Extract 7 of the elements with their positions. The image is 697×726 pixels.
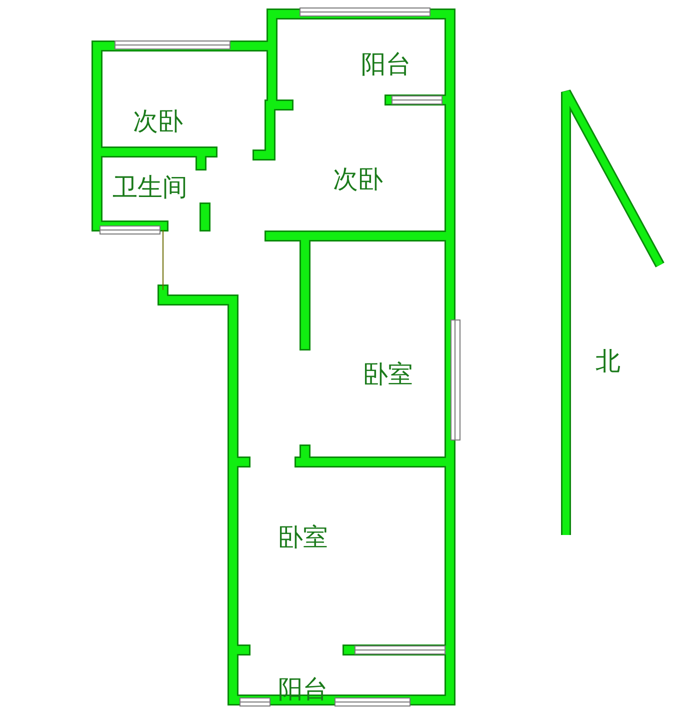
room-label: 次卧 — [133, 108, 183, 134]
room-label: 卧室 — [278, 524, 328, 550]
room-label: 卫生间 — [112, 174, 188, 200]
compass-label: 北 — [596, 348, 620, 374]
room-label: 次卧 — [333, 166, 383, 192]
room-label: 卧室 — [363, 362, 413, 386]
room-label: 阳台 — [361, 52, 411, 76]
